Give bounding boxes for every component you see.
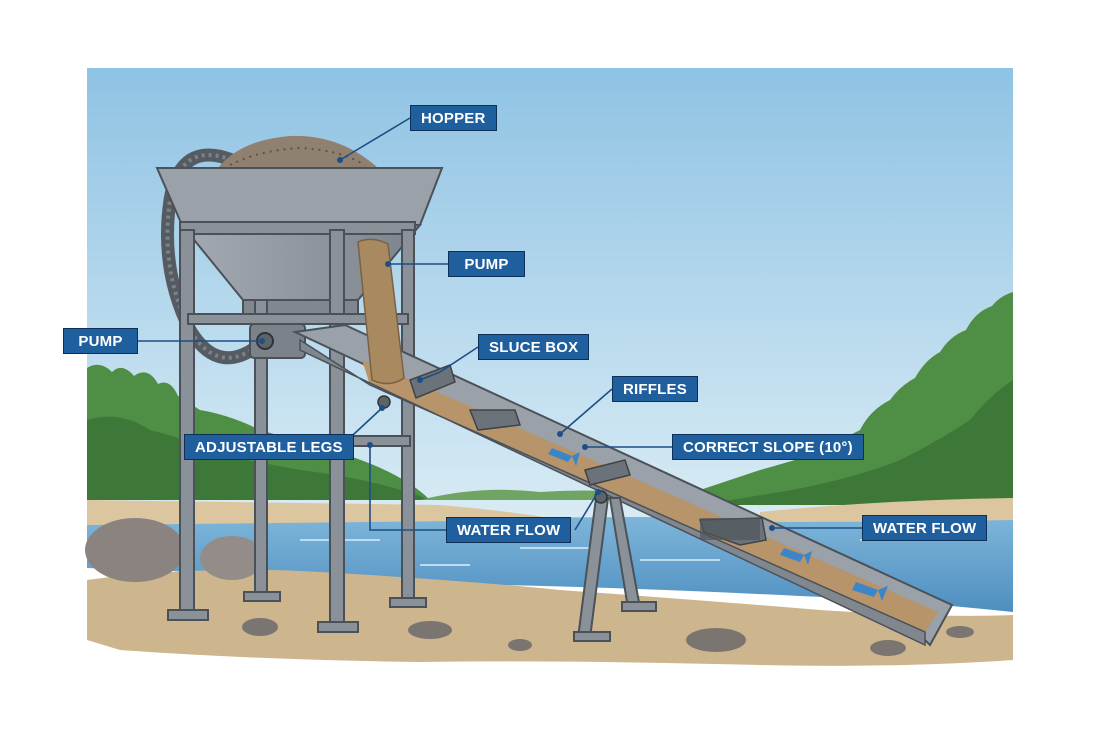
label-adjustable-legs: ADJUSTABLE LEGS <box>184 434 354 460</box>
label-water-flow-center: WATER FLOW <box>446 517 572 543</box>
rock <box>242 618 278 636</box>
label-hopper: HOPPER <box>410 105 497 131</box>
a-frame-support <box>573 497 657 642</box>
label-pump-top: PUMP <box>448 251 525 277</box>
label-riffles: RIFFLES <box>612 376 698 402</box>
rock <box>686 628 746 652</box>
label-water-flow-right: WATER FLOW <box>862 515 988 541</box>
rock <box>946 626 974 638</box>
boulder <box>200 536 264 580</box>
rock <box>408 621 452 639</box>
sluice-bed <box>362 360 938 632</box>
riffle-mat <box>700 518 760 540</box>
hopper-body <box>155 167 444 226</box>
label-correct-slope: CORRECT SLOPE (10°) <box>672 434 864 460</box>
leader-lines <box>138 117 862 531</box>
foreground-ground <box>87 569 1013 666</box>
leader-dots <box>259 157 775 531</box>
boulder <box>85 518 185 582</box>
label-pump-left: PUMP <box>63 328 138 354</box>
label-sluice-box: SLUCE BOX <box>478 334 590 360</box>
far-sand-bank <box>87 500 560 525</box>
slurry-stream <box>357 238 405 385</box>
rock <box>870 640 906 656</box>
right-tree-shadow <box>700 380 1013 505</box>
rock <box>508 639 532 651</box>
flow-arrows <box>548 448 888 601</box>
